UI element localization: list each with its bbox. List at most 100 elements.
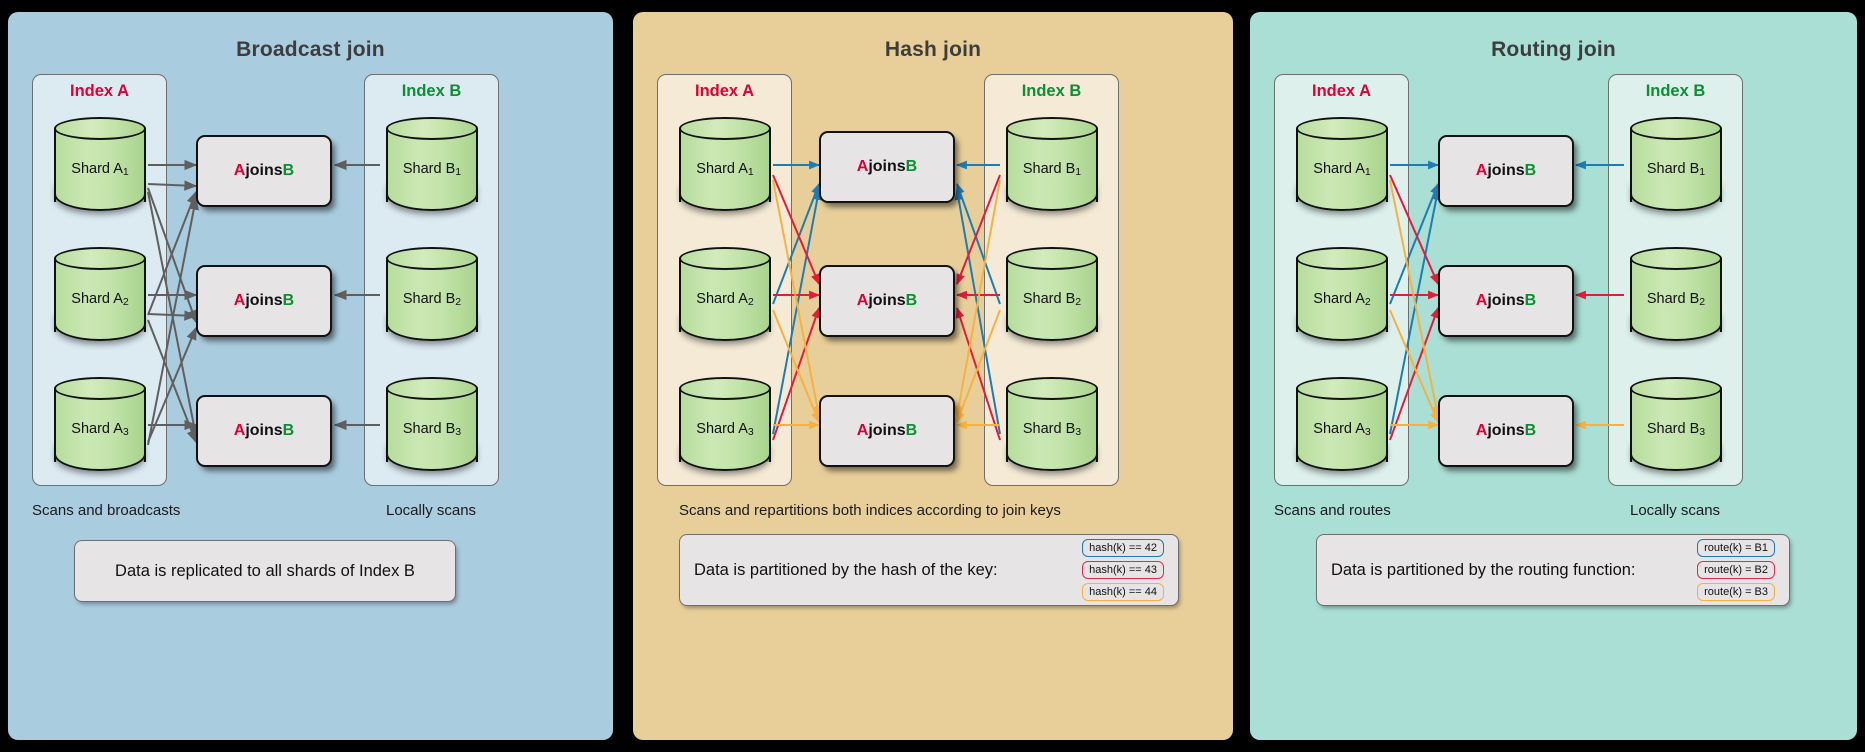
cylinder-top: [679, 117, 771, 140]
index-a-label: Index A: [695, 82, 754, 100]
join-label-b: B: [905, 422, 918, 439]
cylinder-bottom: [679, 309, 771, 341]
cylinder-top: [1630, 247, 1722, 270]
join-box-2: A joins B: [819, 265, 955, 337]
shard-index: 1: [747, 166, 754, 178]
shard-label: Shard A: [71, 161, 123, 177]
left-note: Scans and repartitions both indices acco…: [679, 502, 1061, 519]
cylinder-top: [1296, 247, 1388, 270]
join-box-2: A joins B: [196, 265, 332, 337]
cylinder-bottom: [679, 439, 771, 471]
cylinder-bottom: [1006, 309, 1098, 341]
legend-text: Data is partitioned by the routing funct…: [1331, 560, 1636, 579]
shard-index: 1: [455, 166, 462, 178]
shard-label: Shard A: [1313, 421, 1365, 437]
join-label-a: A: [233, 292, 246, 309]
cylinder-bottom: [386, 179, 478, 211]
shard-label: Shard A: [696, 421, 748, 437]
join-label-mid: joins: [868, 158, 906, 175]
shard-index: 2: [1075, 296, 1082, 308]
shard-label: Shard B: [402, 161, 456, 177]
cylinder-bottom: [386, 439, 478, 471]
right-note: Locally scans: [386, 502, 477, 519]
route-chip-1: route(k) = B1: [1697, 539, 1775, 557]
shard-label: Shard A: [696, 161, 748, 177]
shard-label: Shard B: [1646, 291, 1700, 307]
shard-index: 3: [1364, 426, 1371, 438]
cylinder-top: [1296, 117, 1388, 140]
join-label-b: B: [905, 158, 918, 175]
cylinder-top: [54, 247, 146, 270]
cylinder-top: [1006, 117, 1098, 140]
panel-title: Routing join: [1491, 38, 1616, 61]
cylinder-top: [1296, 377, 1388, 400]
shard-label: Shard A: [696, 291, 748, 307]
shard-label: Shard B: [402, 291, 456, 307]
join-label-b: B: [1524, 292, 1537, 309]
cylinder-top: [54, 117, 146, 140]
cylinder-bottom: [1296, 179, 1388, 211]
shard-label: Shard A: [1313, 161, 1365, 177]
join-label-a: A: [233, 162, 246, 179]
cylinder-top: [1006, 247, 1098, 270]
cylinder-bottom: [1630, 309, 1722, 341]
join-box-3: A joins B: [196, 395, 332, 467]
join-box-3: A joins B: [1438, 395, 1574, 467]
join-label-mid: joins: [245, 422, 283, 439]
shard-index: 3: [122, 426, 129, 438]
join-label-b: B: [282, 422, 295, 439]
cylinder-top: [386, 377, 478, 400]
join-box-3: A joins B: [819, 395, 955, 467]
index-b-label: Index B: [1645, 82, 1706, 100]
join-box-1: A joins B: [819, 131, 955, 203]
join-label-b: B: [282, 292, 295, 309]
cylinder-bottom: [54, 439, 146, 471]
shard-label: Shard A: [1313, 291, 1365, 307]
shard-label: Shard B: [1646, 161, 1700, 177]
hash-chip-2: hash(k) == 43: [1082, 561, 1164, 579]
join-label-b: B: [905, 292, 918, 309]
shard-index: 3: [455, 426, 462, 438]
join-label-a: A: [1475, 422, 1488, 439]
cylinder-top: [1006, 377, 1098, 400]
shard-label: Shard B: [402, 421, 456, 437]
left-note: Scans and broadcasts: [32, 502, 181, 519]
cylinder-bottom: [1006, 179, 1098, 211]
cylinder-top: [1630, 377, 1722, 400]
shard-label: Shard B: [1022, 161, 1076, 177]
join-label-a: A: [1475, 292, 1488, 309]
shard-label: Shard A: [71, 291, 123, 307]
shard-index: 2: [455, 296, 462, 308]
route-chip-2: route(k) = B2: [1697, 561, 1775, 579]
hash-chip-1: hash(k) == 42: [1082, 539, 1164, 557]
join-box-1: A joins B: [1438, 135, 1574, 207]
shard-index: 1: [122, 166, 129, 178]
cylinder-bottom: [54, 309, 146, 341]
index-a-label: Index A: [70, 82, 129, 100]
hash-chip-3: hash(k) == 44: [1082, 583, 1164, 601]
cylinder-bottom: [1296, 439, 1388, 471]
route-chip-3: route(k) = B3: [1697, 583, 1775, 601]
right-note: Locally scans: [1630, 502, 1721, 519]
cylinder-bottom: [679, 179, 771, 211]
join-label-a: A: [856, 422, 869, 439]
shard-index: 2: [747, 296, 754, 308]
shard-index: 3: [1699, 426, 1706, 438]
join-label-a: A: [1475, 162, 1488, 179]
join-box-2: A joins B: [1438, 265, 1574, 337]
cylinder-top: [679, 377, 771, 400]
shard-index: 3: [747, 426, 754, 438]
join-label-mid: joins: [868, 422, 906, 439]
cylinder-bottom: [1630, 439, 1722, 471]
